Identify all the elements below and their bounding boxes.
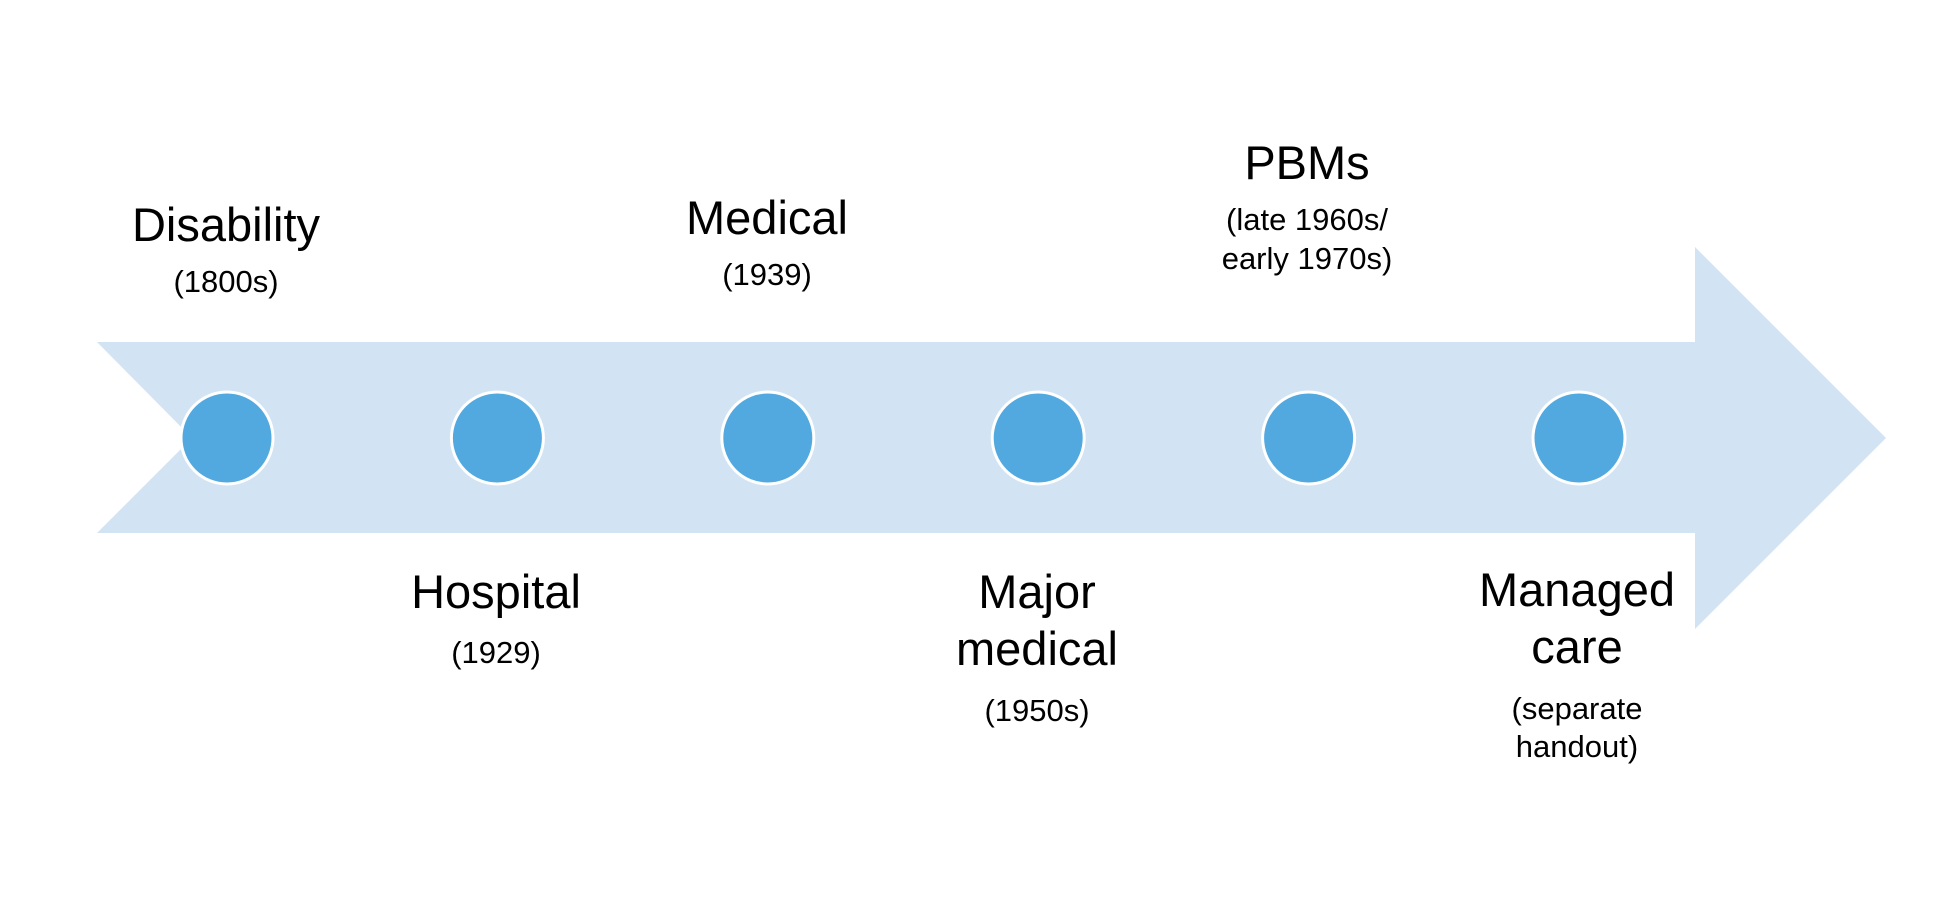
- milestone-dot: [1531, 390, 1627, 486]
- milestone-label-pbms: PBMs (late 1960s/ early 1970s): [1197, 134, 1417, 278]
- milestone-date: (late 1960s/ early 1970s): [1221, 202, 1393, 276]
- milestone-date: (1950s): [984, 692, 1090, 728]
- milestone-dot: [990, 390, 1086, 486]
- milestone-label-hospital: Hospital (1929): [366, 563, 626, 673]
- milestone-date: (1929): [451, 635, 541, 671]
- milestone-title: Major medical: [956, 565, 1118, 676]
- milestone-date: (1939): [722, 257, 812, 293]
- milestone-date: (1800s): [173, 264, 279, 300]
- milestone-dots: [179, 390, 1627, 486]
- milestone-dot: [449, 390, 545, 486]
- milestone-label-major-medical: Major medical (1950s): [927, 563, 1147, 730]
- milestone-dot: [179, 390, 275, 486]
- milestone-label-medical: Medical (1939): [637, 189, 897, 295]
- milestone-dot: [720, 390, 816, 486]
- milestone-title: Disability: [131, 198, 321, 251]
- milestone-label-managed-care: Managed care (separate handout): [1477, 561, 1677, 767]
- milestone-title: PBMs: [1244, 136, 1370, 189]
- milestone-dot: [1261, 390, 1357, 486]
- milestone-label-disability: Disability (1800s): [96, 196, 356, 302]
- milestone-date: (separate handout): [1511, 690, 1643, 765]
- milestone-title: Medical: [686, 191, 848, 244]
- milestone-title: Hospital: [411, 565, 581, 618]
- milestone-title: Managed care: [1479, 563, 1675, 674]
